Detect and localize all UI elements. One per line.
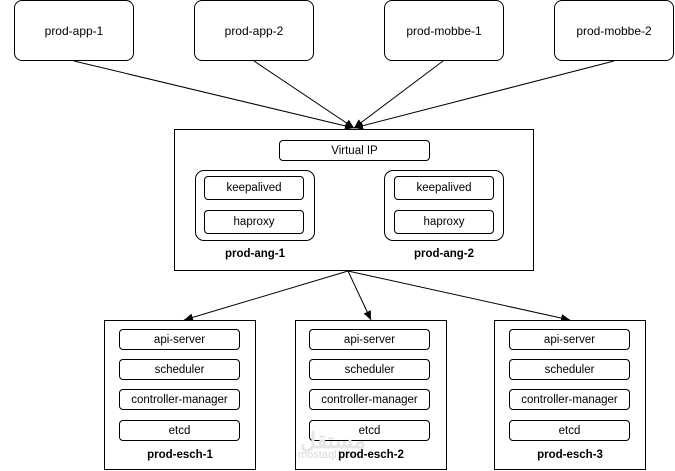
watermark-text: mostaql.com	[298, 449, 361, 461]
scheduler-component[interactable]: scheduler	[309, 359, 430, 380]
controller-manager-component[interactable]: controller-manager	[509, 389, 630, 410]
cluster-label: prod-esch-2	[338, 449, 404, 461]
cluster-label: prod-esch-3	[537, 449, 603, 461]
arrow-mobbe1-to-lb	[353, 60, 444, 129]
haproxy-service[interactable]: haproxy	[204, 210, 304, 234]
client-node[interactable]: prod-mobbe-2	[554, 0, 674, 61]
lb-node-label: prod-ang-2	[413, 248, 475, 260]
arrow-mobbe2-to-lb	[353, 60, 615, 130]
keepalived-service[interactable]: keepalived	[394, 176, 494, 200]
controller-manager-component[interactable]: controller-manager	[309, 389, 430, 410]
keepalived-service[interactable]: keepalived	[204, 176, 304, 200]
etcd-component[interactable]: etcd	[309, 420, 430, 441]
client-node[interactable]: prod-app-2	[194, 0, 314, 61]
lb-node-label: prod-ang-1	[224, 248, 286, 260]
cluster-label: prod-esch-1	[147, 449, 213, 461]
etcd-component[interactable]: etcd	[119, 420, 240, 441]
client-node[interactable]: prod-mobbe-1	[384, 0, 504, 61]
watermark-logo: مستقل	[300, 428, 366, 453]
api-server-component[interactable]: api-server	[509, 329, 630, 350]
arrow-lb-to-esch1	[183, 270, 349, 322]
api-server-component[interactable]: api-server	[309, 329, 430, 350]
arrow-lb-to-esch2	[347, 270, 372, 321]
arrow-app2-to-lb	[253, 60, 355, 129]
controller-manager-component[interactable]: controller-manager	[119, 389, 240, 410]
arrow-app1-to-lb	[73, 60, 355, 130]
api-server-component[interactable]: api-server	[119, 329, 240, 350]
scheduler-component[interactable]: scheduler	[509, 359, 630, 380]
haproxy-service[interactable]: haproxy	[394, 210, 494, 234]
scheduler-component[interactable]: scheduler	[119, 359, 240, 380]
etcd-component[interactable]: etcd	[509, 420, 630, 441]
arrow-lb-to-esch3	[347, 270, 571, 322]
virtual-ip-box[interactable]: Virtual IP	[279, 140, 430, 161]
client-node[interactable]: prod-app-1	[14, 0, 134, 61]
